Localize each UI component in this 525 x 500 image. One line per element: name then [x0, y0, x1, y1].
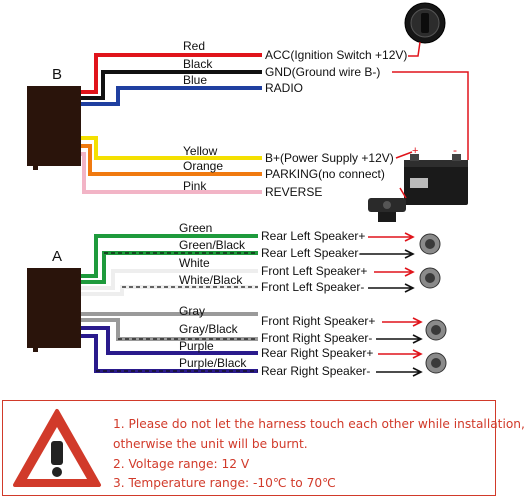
function-front-right-plus: Front Right Speaker+: [261, 314, 375, 328]
warning-notice: 1. Please do not let the harness touch e…: [2, 400, 525, 496]
arrow-rear-left-minus: [360, 249, 415, 259]
connector-b-label: B: [52, 66, 62, 83]
battery-plus-sign: +: [412, 145, 418, 157]
notice-line-1: 1. Please do not let the harness touch e…: [113, 417, 525, 431]
wire-label-red: Red: [183, 39, 205, 53]
arrow-front-right-minus: [376, 334, 423, 344]
warning-triangle-icon: [13, 409, 101, 487]
wire-pink: [81, 152, 262, 194]
connector-a: [27, 268, 81, 348]
reverse-camera-icon: [368, 187, 407, 222]
wire-black: [81, 70, 262, 100]
wire-label-yellow: Yellow: [183, 144, 218, 158]
arrow-rear-left-plus: [368, 232, 415, 242]
arrow-rear-right-minus: [376, 367, 423, 377]
wire-purple: [81, 326, 258, 355]
function-front-left-minus: Front Left Speaker-: [261, 280, 364, 294]
notice-line-3: 2. Voltage range: 12 V: [113, 457, 250, 471]
b-plus-lead: [395, 151, 413, 159]
wire-stripes: [96, 252, 258, 372]
function-front-right-minus: Front Right Speaker-: [261, 331, 372, 345]
wire-label-blue: Blue: [183, 73, 207, 87]
wire-orange: [81, 144, 262, 176]
speaker-icon-front-left: [419, 267, 441, 289]
notice-line-2: otherwise the unit will be burnt.: [113, 437, 308, 451]
speaker-icon-rear-right: [425, 352, 447, 374]
function-parking: PARKING(no connect): [265, 167, 385, 181]
wire-label-white: White: [179, 256, 210, 270]
function-acc: ACC(Ignition Switch +12V): [265, 48, 407, 62]
harness-b-wires: [81, 53, 262, 194]
connector-a-label: A: [52, 248, 62, 265]
harness-a-wires: [81, 234, 258, 373]
speaker-arrows: [360, 232, 423, 377]
arrow-rear-right-plus: [378, 349, 423, 359]
function-rear-right-plus: Rear Right Speaker+: [261, 346, 373, 360]
connector-b: [27, 86, 81, 166]
wire-white-black: [81, 285, 258, 296]
speaker-icon-front-right: [425, 319, 447, 341]
wire-blue: [81, 86, 262, 106]
ground-lead: [392, 71, 469, 160]
wire-red: [81, 53, 262, 94]
wire-label-gray-black: Gray/Black: [179, 322, 239, 336]
wire-label-purple: Purple: [179, 339, 214, 353]
arrow-front-left-plus: [374, 267, 415, 277]
wiring-diagram-svg: B A Red Black Blue Yellow Orange Pink AC…: [27, 2, 469, 378]
function-gnd: GND(Ground wire B-): [265, 65, 380, 79]
wire-white: [81, 269, 258, 290]
arrow-front-right-plus: [382, 317, 423, 327]
wire-label-white-black: White/Black: [179, 273, 243, 287]
function-radio: RADIO: [265, 81, 303, 95]
wire-label-orange: Orange: [183, 159, 223, 173]
wire-yellow: [81, 136, 262, 160]
wire-label-purple-black: Purple/Black: [179, 356, 247, 370]
battery-minus-sign: -: [453, 143, 457, 157]
notice-line-4: 3. Temperature range: -10℃ to 70℃: [113, 476, 336, 490]
wire-green: [81, 234, 258, 278]
wire-label-pink: Pink: [183, 179, 207, 193]
wire-label-gray: Gray: [179, 304, 205, 318]
wire-label-black: Black: [183, 57, 213, 71]
function-rear-left-plus: Rear Left Speaker+: [261, 229, 365, 243]
function-rear-right-minus: Rear Right Speaker-: [261, 364, 370, 378]
function-b-plus: B+(Power Supply +12V): [265, 151, 394, 165]
wire-label-green: Green: [179, 221, 212, 235]
function-reverse: REVERSE: [265, 185, 322, 199]
acc-lead: [408, 41, 421, 57]
battery-icon: [404, 154, 468, 205]
ignition-switch-icon: [404, 2, 446, 44]
speaker-icon-rear-left: [419, 233, 441, 255]
arrow-front-left-minus: [368, 283, 415, 293]
function-rear-left-minus: Rear Left Speaker-: [261, 246, 362, 260]
wire-label-green-black: Green/Black: [179, 238, 246, 252]
function-front-left-plus: Front Left Speaker+: [261, 264, 367, 278]
